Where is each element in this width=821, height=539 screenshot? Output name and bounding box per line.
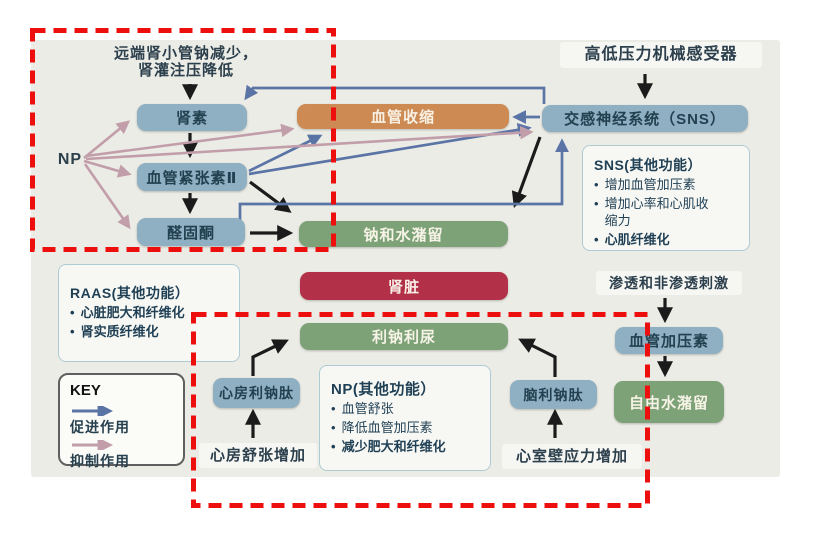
node-vasoconstriction: 血管收缩 xyxy=(297,104,509,129)
wall-stress-label: 心室壁应力增加 xyxy=(502,444,642,470)
distal-tubule-trigger-label: 远端肾小管钠减少， 肾灌注压降低 xyxy=(96,45,276,80)
sns-functions-panel: SNS(其他功能） 增加血管加压素 增加心率和心肌收缩力 心肌纤维化 xyxy=(582,145,750,251)
node-sns: 交感神经系统（SNS） xyxy=(542,105,748,132)
key-title: KEY xyxy=(70,382,101,399)
node-kidney: 肾脏 xyxy=(300,272,508,300)
raas-panel-title: RAAS(其他功能） xyxy=(70,285,190,301)
np-functions-panel: NP(其他功能） 血管舒张 降低血管加压素 减少肥大和纤维化 xyxy=(319,365,491,471)
node-renin: 肾素 xyxy=(137,104,247,131)
node-anp: 心房利钠肽 xyxy=(213,378,300,408)
np-bullet-3: 减少肥大和纤维化 xyxy=(331,439,479,456)
promote-label: 促进作用 xyxy=(70,419,130,435)
baroreceptor-label: 高低压力机械感受器 xyxy=(560,42,762,69)
np-bullet-1: 血管舒张 xyxy=(331,401,479,418)
trigger-line1: 远端肾小管钠减少， xyxy=(113,45,258,62)
sns-bullet-3: 心肌纤维化 xyxy=(594,232,738,249)
promote-arrow-sample xyxy=(72,406,114,416)
node-aldosterone: 醛固酮 xyxy=(137,218,245,246)
trigger-line2: 肾灌注压降低 xyxy=(137,62,234,80)
node-free-water-retention: 自由水潴留 xyxy=(614,381,724,423)
osmotic-stimuli-label: 渗透和非渗透刺激 xyxy=(596,271,742,296)
np-label: NP xyxy=(57,151,83,168)
node-bnp: 脑利钠肽 xyxy=(510,380,597,409)
np-panel-title: NP(其他功能） xyxy=(331,381,436,398)
node-natriuresis-diuresis: 利钠利尿 xyxy=(300,323,508,350)
node-vasopressin: 血管加压素 xyxy=(615,327,723,354)
key-legend-panel: KEY 促进作用 抑制作用 xyxy=(58,373,185,469)
inhibit-label: 抑制作用 xyxy=(70,453,130,469)
sns-bullet-2: 增加心率和心肌收缩力 xyxy=(594,196,738,230)
raas-functions-panel: RAAS(其他功能） 心脏肥大和纤维化 肾实质纤维化 xyxy=(58,264,240,362)
inhibit-arrow-sample xyxy=(72,440,114,450)
sns-panel-title: SNS(其他功能） xyxy=(594,157,702,173)
raas-bullet-1: 心脏肥大和纤维化 xyxy=(70,305,228,322)
node-angiotensin2: 血管紧张素Ⅱ xyxy=(137,163,247,191)
raas-bullet-2: 肾实质纤维化 xyxy=(70,324,228,341)
np-bullet-2: 降低血管加压素 xyxy=(331,420,479,437)
node-sodium-water-retention: 钠和水潴留 xyxy=(299,221,508,247)
atrial-distension-label: 心房舒张增加 xyxy=(199,443,317,469)
sns-bullet-1: 增加血管加压素 xyxy=(594,177,738,194)
